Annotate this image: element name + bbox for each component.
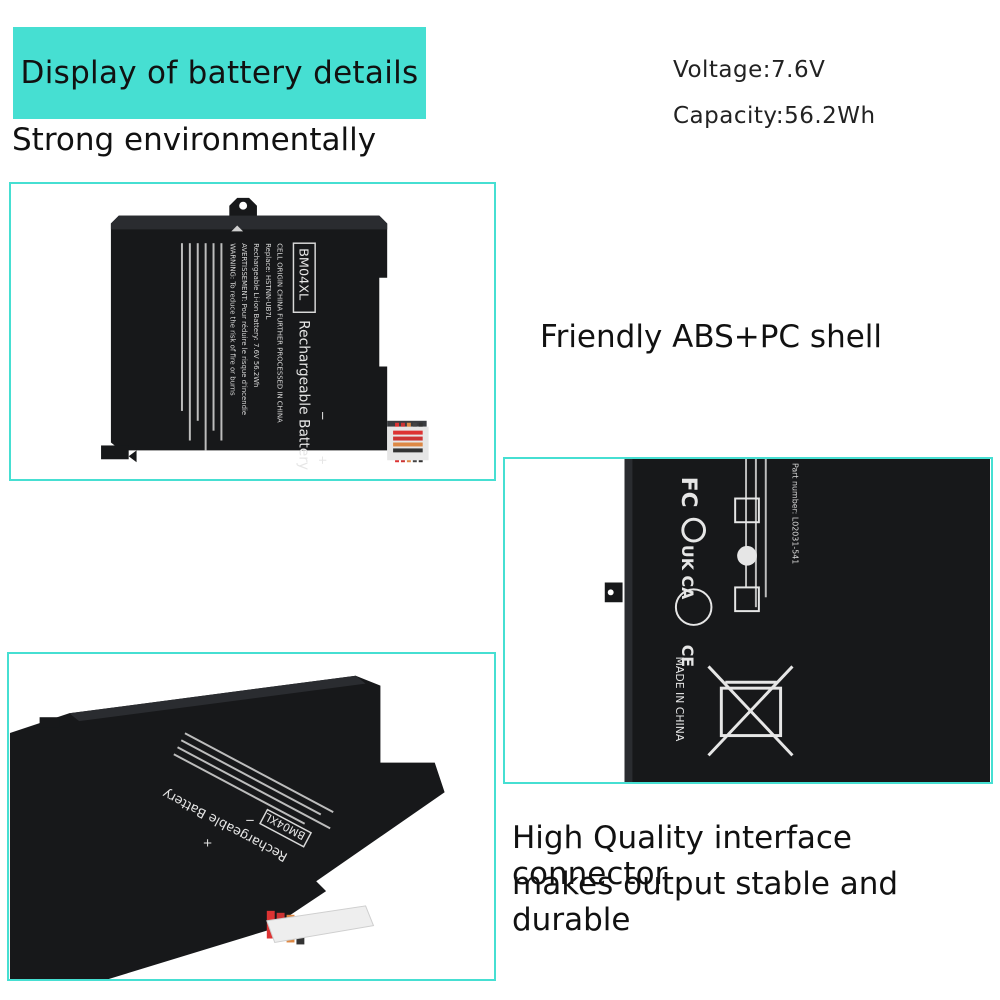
battery-top-image: BM04XL Rechargeable Battery CELL ORIGIN …: [12, 184, 493, 479]
battery-angled-image: BM04XL Rechargeable Battery + −: [9, 654, 494, 979]
battery-label-image: Part number: L02031-541 FC UK CA CE MADE…: [505, 459, 991, 782]
svg-text:+: +: [316, 455, 330, 465]
subtitle: Strong environmentally: [12, 122, 377, 158]
feature-shell: Friendly ABS+PC shell: [540, 319, 883, 355]
fc-mark: FC: [676, 477, 701, 508]
made-in-text: MADE IN CHINA: [673, 657, 686, 742]
replace-text-top: Replace: HSTNN-UB7L: [264, 243, 272, 319]
rating-text-top: Rechargeable Li-ion Battery: 7.6V 56.2Wh: [252, 243, 260, 387]
ce-mark: CE: [678, 645, 697, 667]
feature-connector-line1: High Quality interface connector: [512, 820, 852, 892]
origin-text-top: CELL ORIGIN CHINA FURTHER PROCESSED IN C…: [276, 243, 284, 423]
warning-en-top: WARNING: To reduce the risk of fire or b…: [228, 243, 236, 396]
svg-text:+: +: [203, 836, 213, 850]
svg-text:−: −: [316, 411, 330, 421]
title-banner: Display of battery details: [13, 27, 426, 119]
feature-connector-line2: makes output stable and durable: [512, 866, 899, 938]
model-label-top: BM04XL: [295, 248, 310, 301]
part-number-text: Part number: L02031-541: [790, 463, 799, 564]
battery-photo-angled: BM04XL Rechargeable Battery + −: [7, 652, 496, 981]
ukca-mark: UK CA: [678, 545, 697, 600]
warning-fr-top: AVERTISSEMENT: Pour réduire le risque d'…: [240, 243, 248, 415]
capacity-spec: Capacity:56.2Wh: [673, 103, 876, 129]
voltage-spec: Voltage:7.6V: [673, 57, 826, 83]
weee-bin-icon: [707, 665, 794, 757]
battery-photo-label: Part number: L02031-541 FC UK CA CE MADE…: [503, 457, 993, 784]
battery-photo-top: BM04XL Rechargeable Battery CELL ORIGIN …: [9, 182, 496, 481]
battery-type-top: Rechargeable Battery: [295, 320, 311, 470]
svg-text:−: −: [245, 813, 255, 827]
banner-title: Display of battery details: [20, 55, 419, 91]
